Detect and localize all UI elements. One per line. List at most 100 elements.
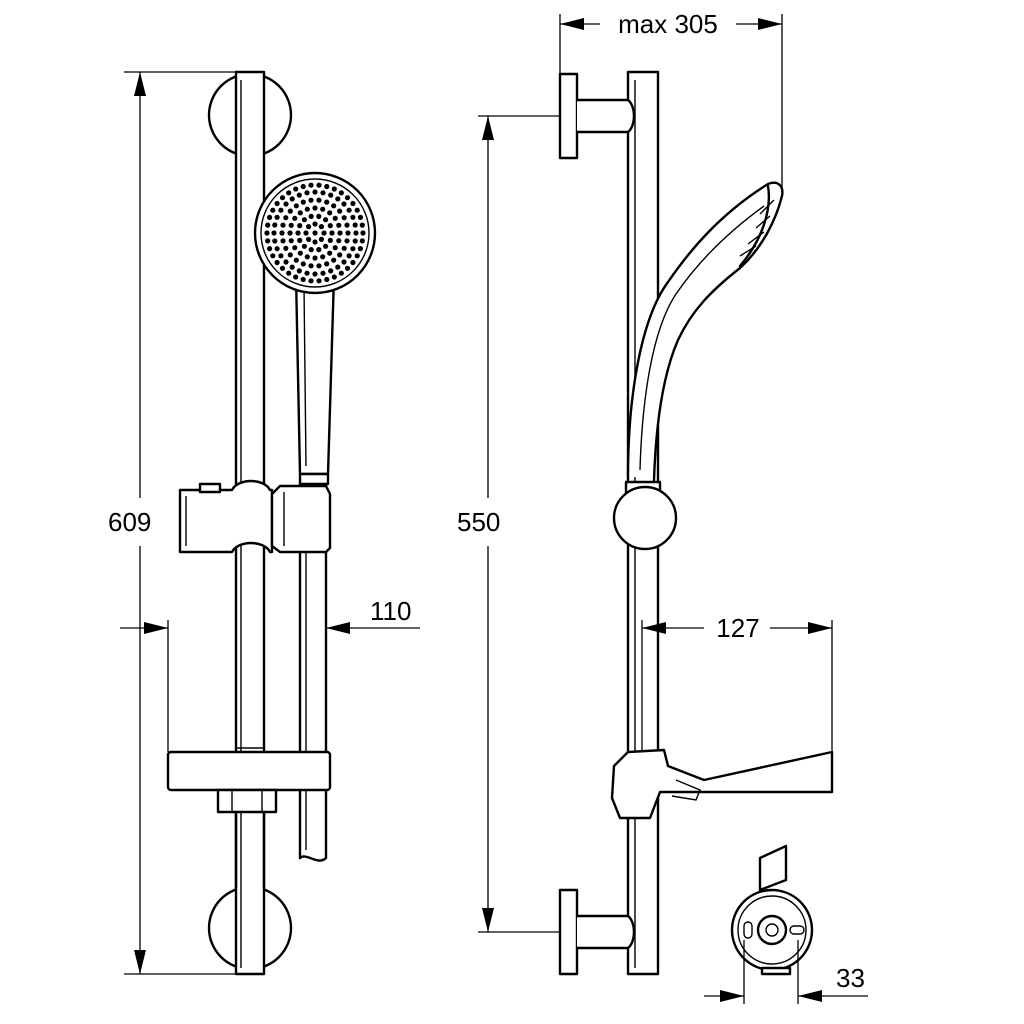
nozzle-dot <box>297 210 303 216</box>
nozzle-dot <box>292 245 298 251</box>
dimension-609-label: 609 <box>108 507 151 537</box>
nozzle-dot <box>279 195 286 201</box>
nozzle-dot <box>359 222 365 228</box>
dimension-609: 609 <box>108 71 238 975</box>
nozzle-dot <box>287 230 293 236</box>
front-shower-head <box>253 171 377 486</box>
nozzle-dot <box>293 203 299 209</box>
side-top-bracket <box>558 72 636 160</box>
nozzle-dot <box>287 252 293 258</box>
nozzle-dot <box>286 270 292 276</box>
nozzle-dot <box>286 190 292 196</box>
nozzle-dot <box>337 252 343 258</box>
nozzle-dot <box>297 250 303 256</box>
nozzle-dot <box>331 257 337 263</box>
nozzle-dot <box>280 238 286 244</box>
nozzle-dot <box>320 206 326 212</box>
shower-nozzles <box>264 182 366 284</box>
nozzle-dot <box>283 259 289 265</box>
nozzle-dot <box>308 182 314 188</box>
nozzle-dot <box>292 215 298 221</box>
dimension-33-label: 33 <box>836 963 865 993</box>
nozzle-dot <box>346 207 352 213</box>
nozzle-dot <box>316 182 322 188</box>
nozzle-dot <box>312 189 318 195</box>
nozzle-dot <box>271 230 277 236</box>
nozzle-dot <box>324 276 330 283</box>
front-view: 609 110 <box>108 70 420 976</box>
nozzle-dot <box>350 259 356 266</box>
dimension-127-label: 127 <box>716 613 759 643</box>
nozzle-dot <box>320 190 326 196</box>
nozzle-dot <box>352 222 358 228</box>
nozzle-dot <box>346 253 352 259</box>
nozzle-dot <box>316 213 322 219</box>
nozzle-dot <box>312 230 318 236</box>
nozzle-dot <box>308 263 314 269</box>
nozzle-dot <box>300 199 306 205</box>
nozzle-dot <box>304 190 310 196</box>
nozzle-dot <box>265 238 271 244</box>
nozzle-dot <box>341 245 347 251</box>
nozzle-dot <box>352 238 358 244</box>
nozzle-dot <box>350 246 356 252</box>
side-soap-tray <box>610 748 834 820</box>
nozzle-dot <box>296 268 302 274</box>
nozzle-dot <box>350 200 356 207</box>
nozzle-dot <box>267 214 273 220</box>
nozzle-dot <box>267 246 273 252</box>
nozzle-dot <box>327 237 333 243</box>
nozzle-dot <box>304 254 310 260</box>
nozzle-dot <box>312 205 318 211</box>
nozzle-dot <box>341 259 347 265</box>
dimension-550: 550 <box>457 115 560 933</box>
nozzle-dot <box>293 274 299 280</box>
nozzle-dot <box>295 230 301 236</box>
nozzle-dot <box>297 237 303 243</box>
nozzle-dot <box>264 230 270 236</box>
nozzle-dot <box>308 197 314 203</box>
side-bottom-bracket <box>558 888 636 976</box>
nozzle-dot <box>312 221 318 227</box>
nozzle-dot <box>344 222 350 228</box>
nozzle-dot <box>296 192 302 198</box>
nozzle-dot <box>293 257 299 263</box>
nozzle-dot <box>278 207 284 213</box>
nozzle-dot <box>316 247 322 253</box>
nozzle-dot <box>332 245 338 251</box>
nozzle-dot <box>270 253 276 259</box>
dimension-110: 110 <box>120 596 420 752</box>
dimension-127: 127 <box>641 613 833 752</box>
nozzle-dot <box>306 236 312 242</box>
nozzle-dot <box>279 230 285 236</box>
nozzle-dot <box>327 210 333 216</box>
nozzle-dot <box>283 245 289 251</box>
nozzle-dot <box>312 239 318 245</box>
nozzle-dot <box>288 238 294 244</box>
nozzle-dot <box>270 207 276 213</box>
nozzle-dot <box>303 230 309 236</box>
nozzle-dot <box>316 197 322 203</box>
nozzle-dot <box>283 215 289 221</box>
nozzle-dot <box>360 230 366 236</box>
nozzle-dot <box>278 253 284 259</box>
nozzle-dot <box>274 200 280 207</box>
nozzle-dot <box>312 255 318 261</box>
nozzle-dot <box>324 199 330 205</box>
nozzle-dot <box>357 214 363 220</box>
nozzle-dot <box>316 278 322 284</box>
nozzle-dot <box>324 261 330 267</box>
nozzle-dot <box>283 201 289 207</box>
nozzle-dot <box>337 208 343 214</box>
nozzle-dot <box>300 261 306 267</box>
nozzle-dot <box>327 223 333 229</box>
nozzle-dot <box>274 214 280 220</box>
nozzle-dot <box>335 196 341 202</box>
nozzle-dot <box>344 238 350 244</box>
front-soap-tray <box>166 747 332 890</box>
nozzle-dot <box>274 259 280 266</box>
nozzle-dot <box>320 254 326 260</box>
nozzle-dot <box>327 250 333 256</box>
nozzle-dot <box>338 190 344 196</box>
nozzle-dot <box>341 215 347 221</box>
